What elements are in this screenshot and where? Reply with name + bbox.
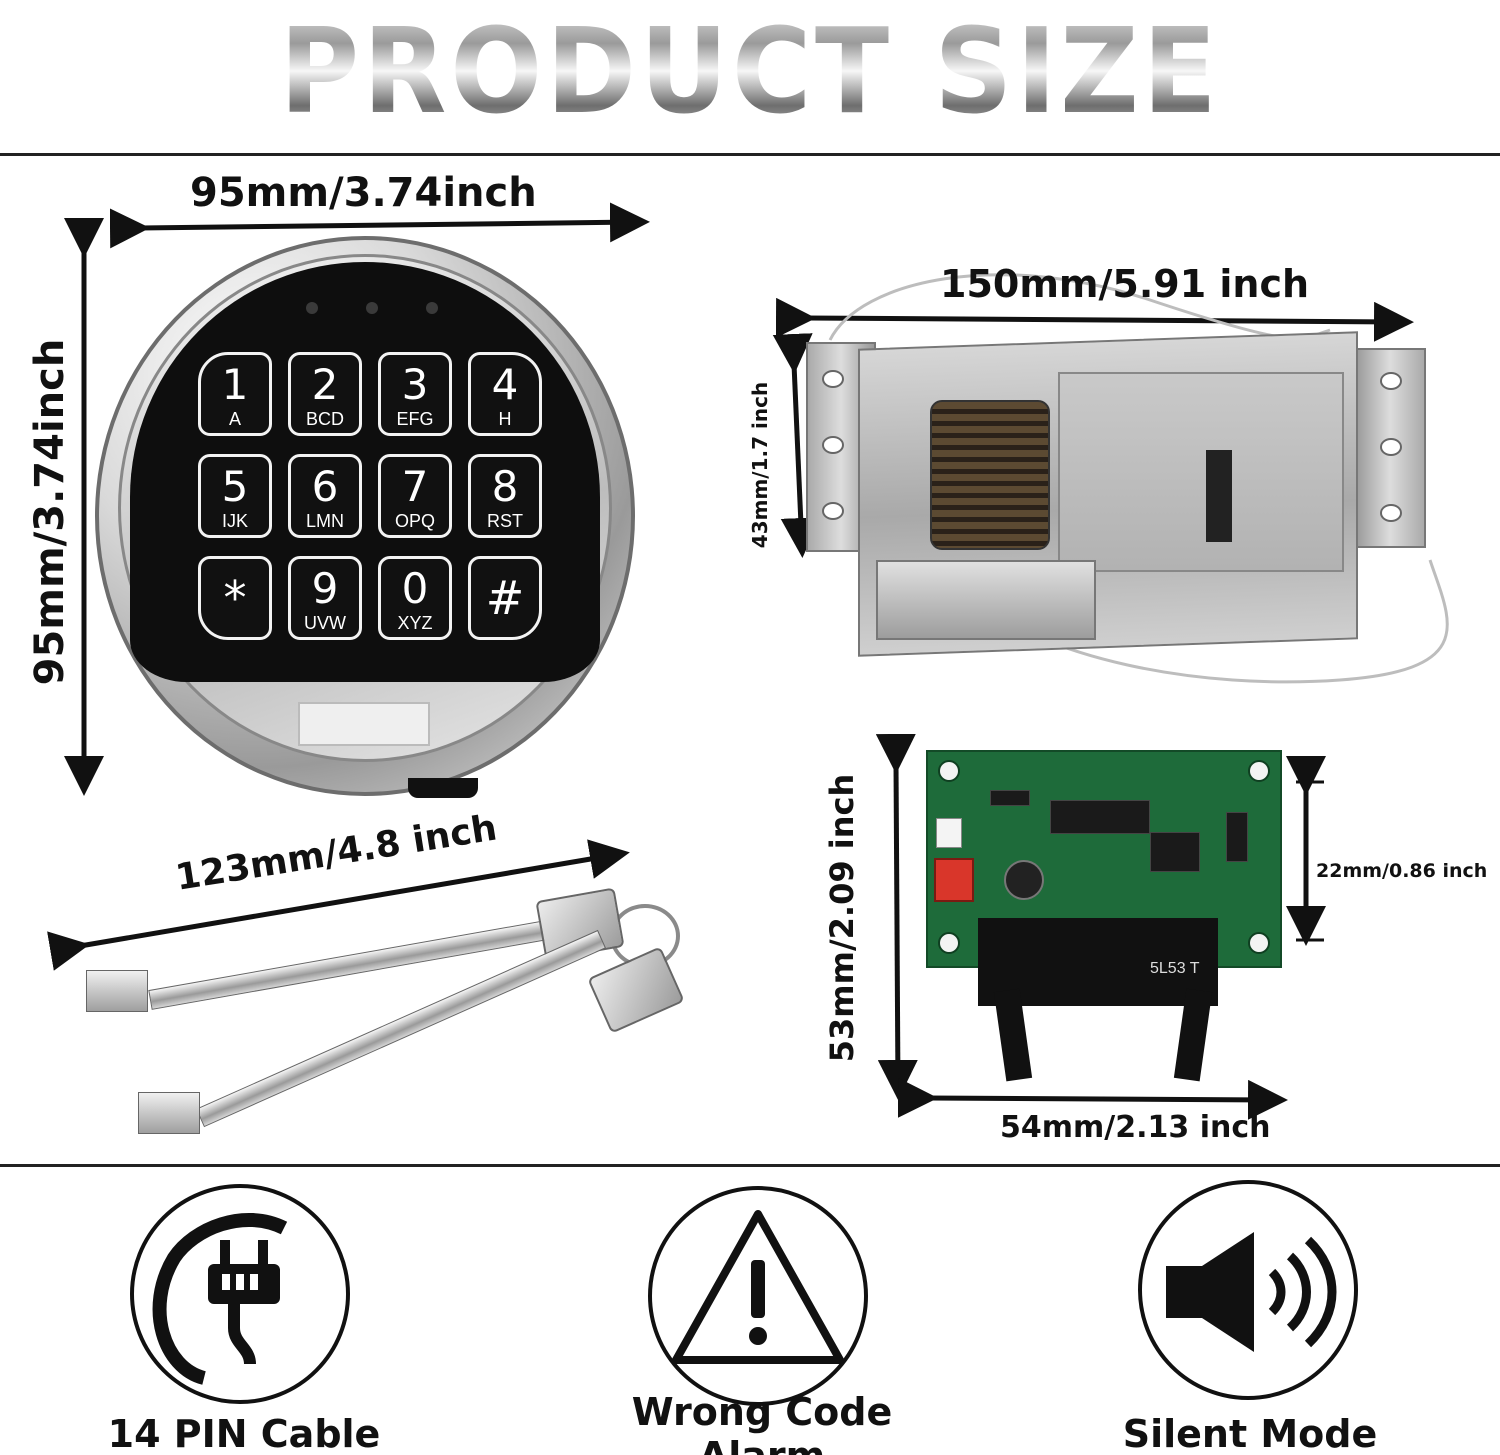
board-width-arrow [897,1077,1288,1120]
board-width-label: 54mm/2.13 inch [1000,1110,1271,1145]
ic-chip [990,790,1030,806]
pcb-mount-hole [1248,760,1270,782]
status-led [366,302,378,314]
divider-top [0,153,1500,156]
bolt-cover-plate [1058,372,1344,572]
bolt-front-plate [876,560,1096,640]
pcb-component [936,818,962,848]
warning-icon [672,1210,844,1364]
mount-hole [1380,372,1402,390]
board-inner-label: 22mm/0.86 inch [1316,860,1488,882]
speaker-icon [1166,1232,1337,1352]
feature-alarm [648,1186,868,1406]
solenoid-coil [930,400,1050,550]
mount-hole [1380,504,1402,522]
key-slot [1206,450,1232,542]
bolt-width-arrow [775,297,1414,342]
pcb-silkscreen: 5L53 T [1150,960,1200,977]
key-bit [138,1092,200,1134]
mount-hole [822,502,844,520]
divider-bottom [0,1164,1500,1167]
mount-hole [822,370,844,388]
bolt-height-arrow [772,333,821,558]
bolt-height-label: 43mm/1.7 inch [748,381,772,549]
mount-hole [1380,438,1402,456]
capacitor [1004,860,1044,900]
plug-icon [152,1213,288,1385]
status-led [426,302,438,314]
feature-silent [1138,1180,1358,1400]
pcb-connector-red [934,858,974,902]
key-bow [587,946,685,1034]
lock-width-arrow [109,202,650,249]
page-title: PRODUCT SIZE [60,2,1440,140]
key-bit [86,970,148,1012]
key-shaft [148,913,586,1010]
feature-label-cable: 14 PIN Cable [107,1412,381,1455]
pcb-mount-hole [938,932,960,954]
keypad-key-hash[interactable]: # [468,556,542,640]
keypad-key-star[interactable]: * [198,556,272,640]
ic-chip [1226,812,1248,862]
lock-height-label: 95mm/3.74inch [27,338,73,686]
feature-label-alarm: Wrong Code Alarm [631,1390,893,1455]
key-length-label: 123mm/4.8 inch [172,807,500,899]
board-height-arrow [875,733,918,1100]
status-led [306,302,318,314]
feature-cable [130,1184,350,1404]
ic-chip [1150,832,1200,872]
lock-width-label: 95mm/3.74inch [190,170,537,216]
ic-chip [1050,800,1150,834]
lock-cable-notch [408,778,478,798]
pcb-mount-hole [1248,932,1270,954]
bolt-width-label: 150mm/5.91 inch [940,262,1310,306]
feature-label-silent: Silent Mode [1122,1412,1378,1455]
battery-window [298,702,430,746]
board-height-label: 53mm/2.09 inch [823,773,861,1063]
pcb-mount-hole [938,760,960,782]
mount-hole [822,436,844,454]
